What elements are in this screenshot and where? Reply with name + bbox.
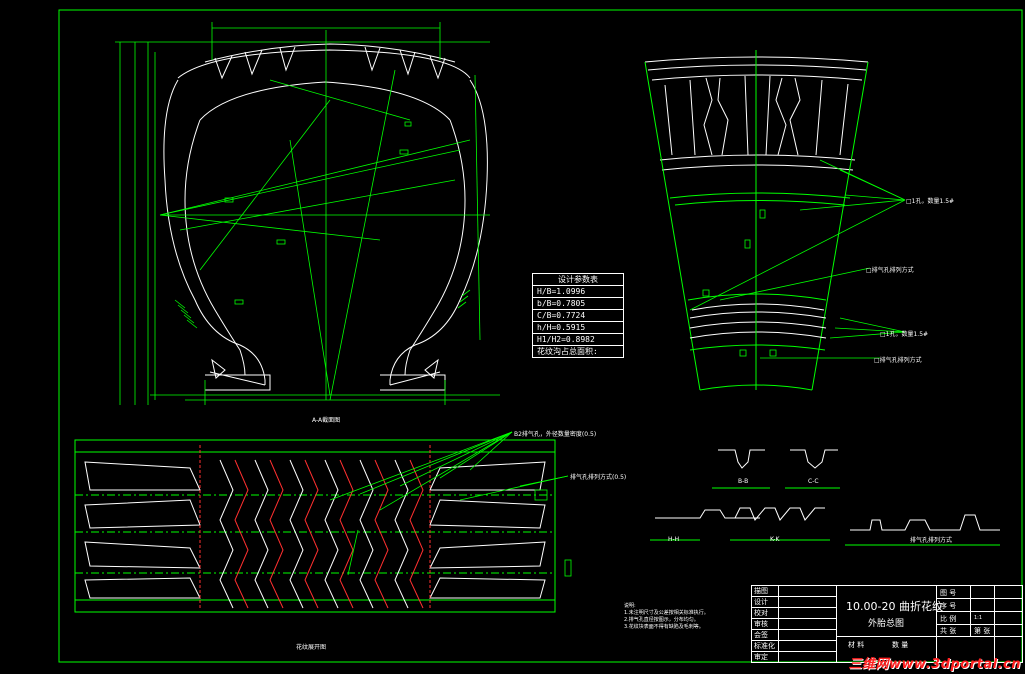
tb-left-label: 标准化 bbox=[754, 642, 775, 650]
sector-leader-lines bbox=[689, 159, 906, 359]
label-section-aa: A-A截面图 bbox=[312, 417, 341, 424]
drawing-subtitle: 外胎总图 bbox=[868, 619, 905, 629]
note-line: 3.花纹块表面不得有缺陷及毛刺等。 bbox=[624, 624, 704, 630]
callout-vent-3: □1孔，数量1.5# bbox=[880, 331, 929, 338]
tb-left-label: 设计 bbox=[754, 598, 768, 606]
param-row: C/B=0.7724 bbox=[533, 310, 623, 322]
title-block: 描图 设计 校对 审核 会签 标准化 审定 10.00-20 曲折花纹 外胎总图… bbox=[751, 585, 1023, 663]
tb-left-label: 审定 bbox=[754, 653, 768, 661]
technical-notes: 说明: 1.未注明尺寸及公差按相关标准执行。 2.排气孔直径按图示，分布均匀。 … bbox=[624, 603, 709, 631]
watermark-logo: 三维网www.3dportal.cn bbox=[848, 657, 1021, 672]
tb-left-label: 审核 bbox=[754, 620, 768, 628]
section-leader-ticks bbox=[174, 121, 471, 329]
section-dimension-lines bbox=[115, 22, 500, 405]
callout-tread-1: B2排气孔，外径数量密度(0.5) bbox=[514, 431, 597, 438]
param-row: 花纹沟占总面积: bbox=[537, 347, 598, 356]
drawing-border bbox=[58, 9, 1023, 663]
tread-leader-lines bbox=[329, 431, 572, 577]
tb-right-label: 共 张 bbox=[940, 627, 957, 635]
label-section-cc: C-C bbox=[808, 478, 819, 485]
tyre-cross-section bbox=[163, 43, 488, 391]
tb-sheet-value: 第 张 bbox=[974, 627, 991, 635]
param-row: H1/H2=0.8982 bbox=[533, 334, 623, 346]
callout-vent-4: □排气孔排列方式 bbox=[874, 357, 922, 364]
callout-tread-2: 排气孔排列方式(0.5) bbox=[570, 474, 627, 481]
label-section-hh: H-H bbox=[668, 536, 680, 543]
callout-section-small: 排气孔排列方式 bbox=[910, 537, 953, 544]
tb-scale-value: 1:1 bbox=[974, 615, 983, 621]
tread-unfolded-view bbox=[74, 439, 556, 613]
tb-left-label: 会签 bbox=[754, 631, 768, 639]
callout-vent-1: □1孔，数量1.5# bbox=[906, 198, 955, 205]
label-section-bb: B-B bbox=[738, 478, 749, 485]
small-sections bbox=[650, 449, 1000, 546]
tb-right-label: 序 号 bbox=[940, 602, 957, 610]
param-table-title: 设计参数表 bbox=[533, 274, 623, 286]
drawing-title: 10.00-20 曲折花纹 bbox=[846, 600, 943, 613]
callout-vent-2: □排气孔排列方式 bbox=[866, 267, 914, 274]
tb-right-label: 比 例 bbox=[940, 615, 957, 623]
design-parameter-table: 设计参数表 H/B=1.0996 b/B=0.7805 C/B=0.7724 h… bbox=[532, 273, 624, 358]
param-row: b/B=0.7805 bbox=[533, 298, 623, 310]
param-row: H/B=1.0996 bbox=[533, 286, 623, 298]
label-section-kk: K-K bbox=[770, 536, 780, 543]
tread-sector-view bbox=[644, 50, 869, 391]
note-line: 1.未注明尺寸及公差按相关标准执行。 bbox=[624, 610, 709, 616]
tb-left-label: 校对 bbox=[754, 609, 768, 617]
param-row: h/H=0.5915 bbox=[533, 322, 623, 334]
tb-right-label: 图 号 bbox=[940, 589, 957, 597]
tb-left-label: 描图 bbox=[754, 587, 768, 595]
notes-title: 说明: bbox=[624, 603, 636, 609]
tb-bottom-label: 数 量 bbox=[892, 641, 909, 649]
label-tread-unfold: 花纹展开图 bbox=[296, 644, 327, 651]
tb-bottom-label: 材 料 bbox=[848, 641, 865, 649]
note-line: 2.排气孔直径按图示，分布均匀。 bbox=[624, 617, 699, 623]
